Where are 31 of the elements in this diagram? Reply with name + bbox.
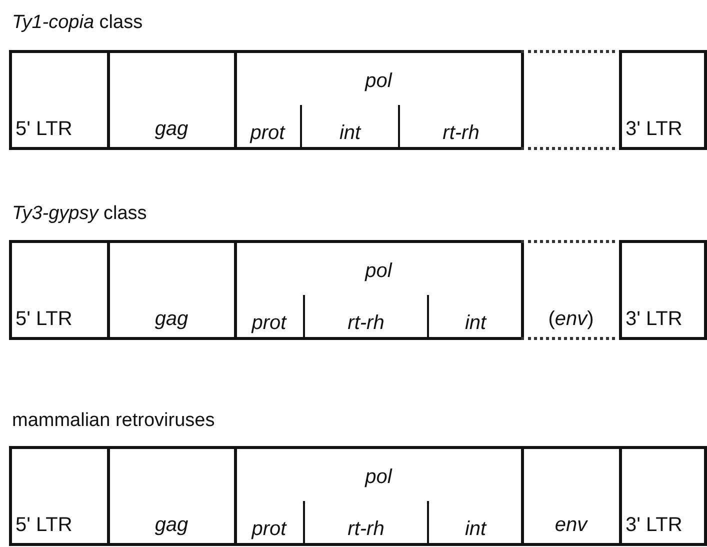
ltr-box — [618, 50, 706, 150]
gene-label: rt-rh — [442, 123, 480, 143]
ltr-box — [8, 50, 110, 150]
gene-label: pol — [365, 467, 392, 487]
gene-label: gag — [154, 515, 188, 535]
gene-label: int — [464, 519, 486, 539]
gene-label: 3' LTR — [626, 515, 682, 535]
gene-label: rt-rh — [348, 313, 384, 333]
gene-label: pol — [365, 71, 392, 91]
row-heading: Ty3-gypsy class — [12, 203, 147, 225]
gene-label: rt-rh — [348, 519, 384, 539]
gene-label: prot — [252, 519, 286, 539]
gene-label: gag — [154, 119, 188, 139]
gene-label: env — [554, 515, 588, 535]
gene-label: pol — [365, 261, 392, 281]
row-heading: mammalian retroviruses — [12, 410, 215, 432]
ltr-box — [8, 240, 110, 340]
ltr-box — [618, 240, 706, 340]
gene-label: 3' LTR — [626, 309, 682, 329]
gene-label: 5' LTR — [16, 119, 72, 139]
gene-label: int — [339, 123, 361, 143]
gene-label: 5' LTR — [16, 515, 72, 535]
gene-label: prot — [250, 123, 285, 143]
gene-label: 5' LTR — [16, 309, 72, 329]
gene-label: int — [464, 313, 486, 333]
ltr-box — [8, 446, 110, 546]
gene-label: prot — [252, 313, 286, 333]
row-heading: Ty1-copia class — [12, 12, 143, 34]
gene-label: 3' LTR — [626, 119, 682, 139]
gene-label: (env) — [548, 309, 594, 329]
gene-label: gag — [154, 309, 188, 329]
